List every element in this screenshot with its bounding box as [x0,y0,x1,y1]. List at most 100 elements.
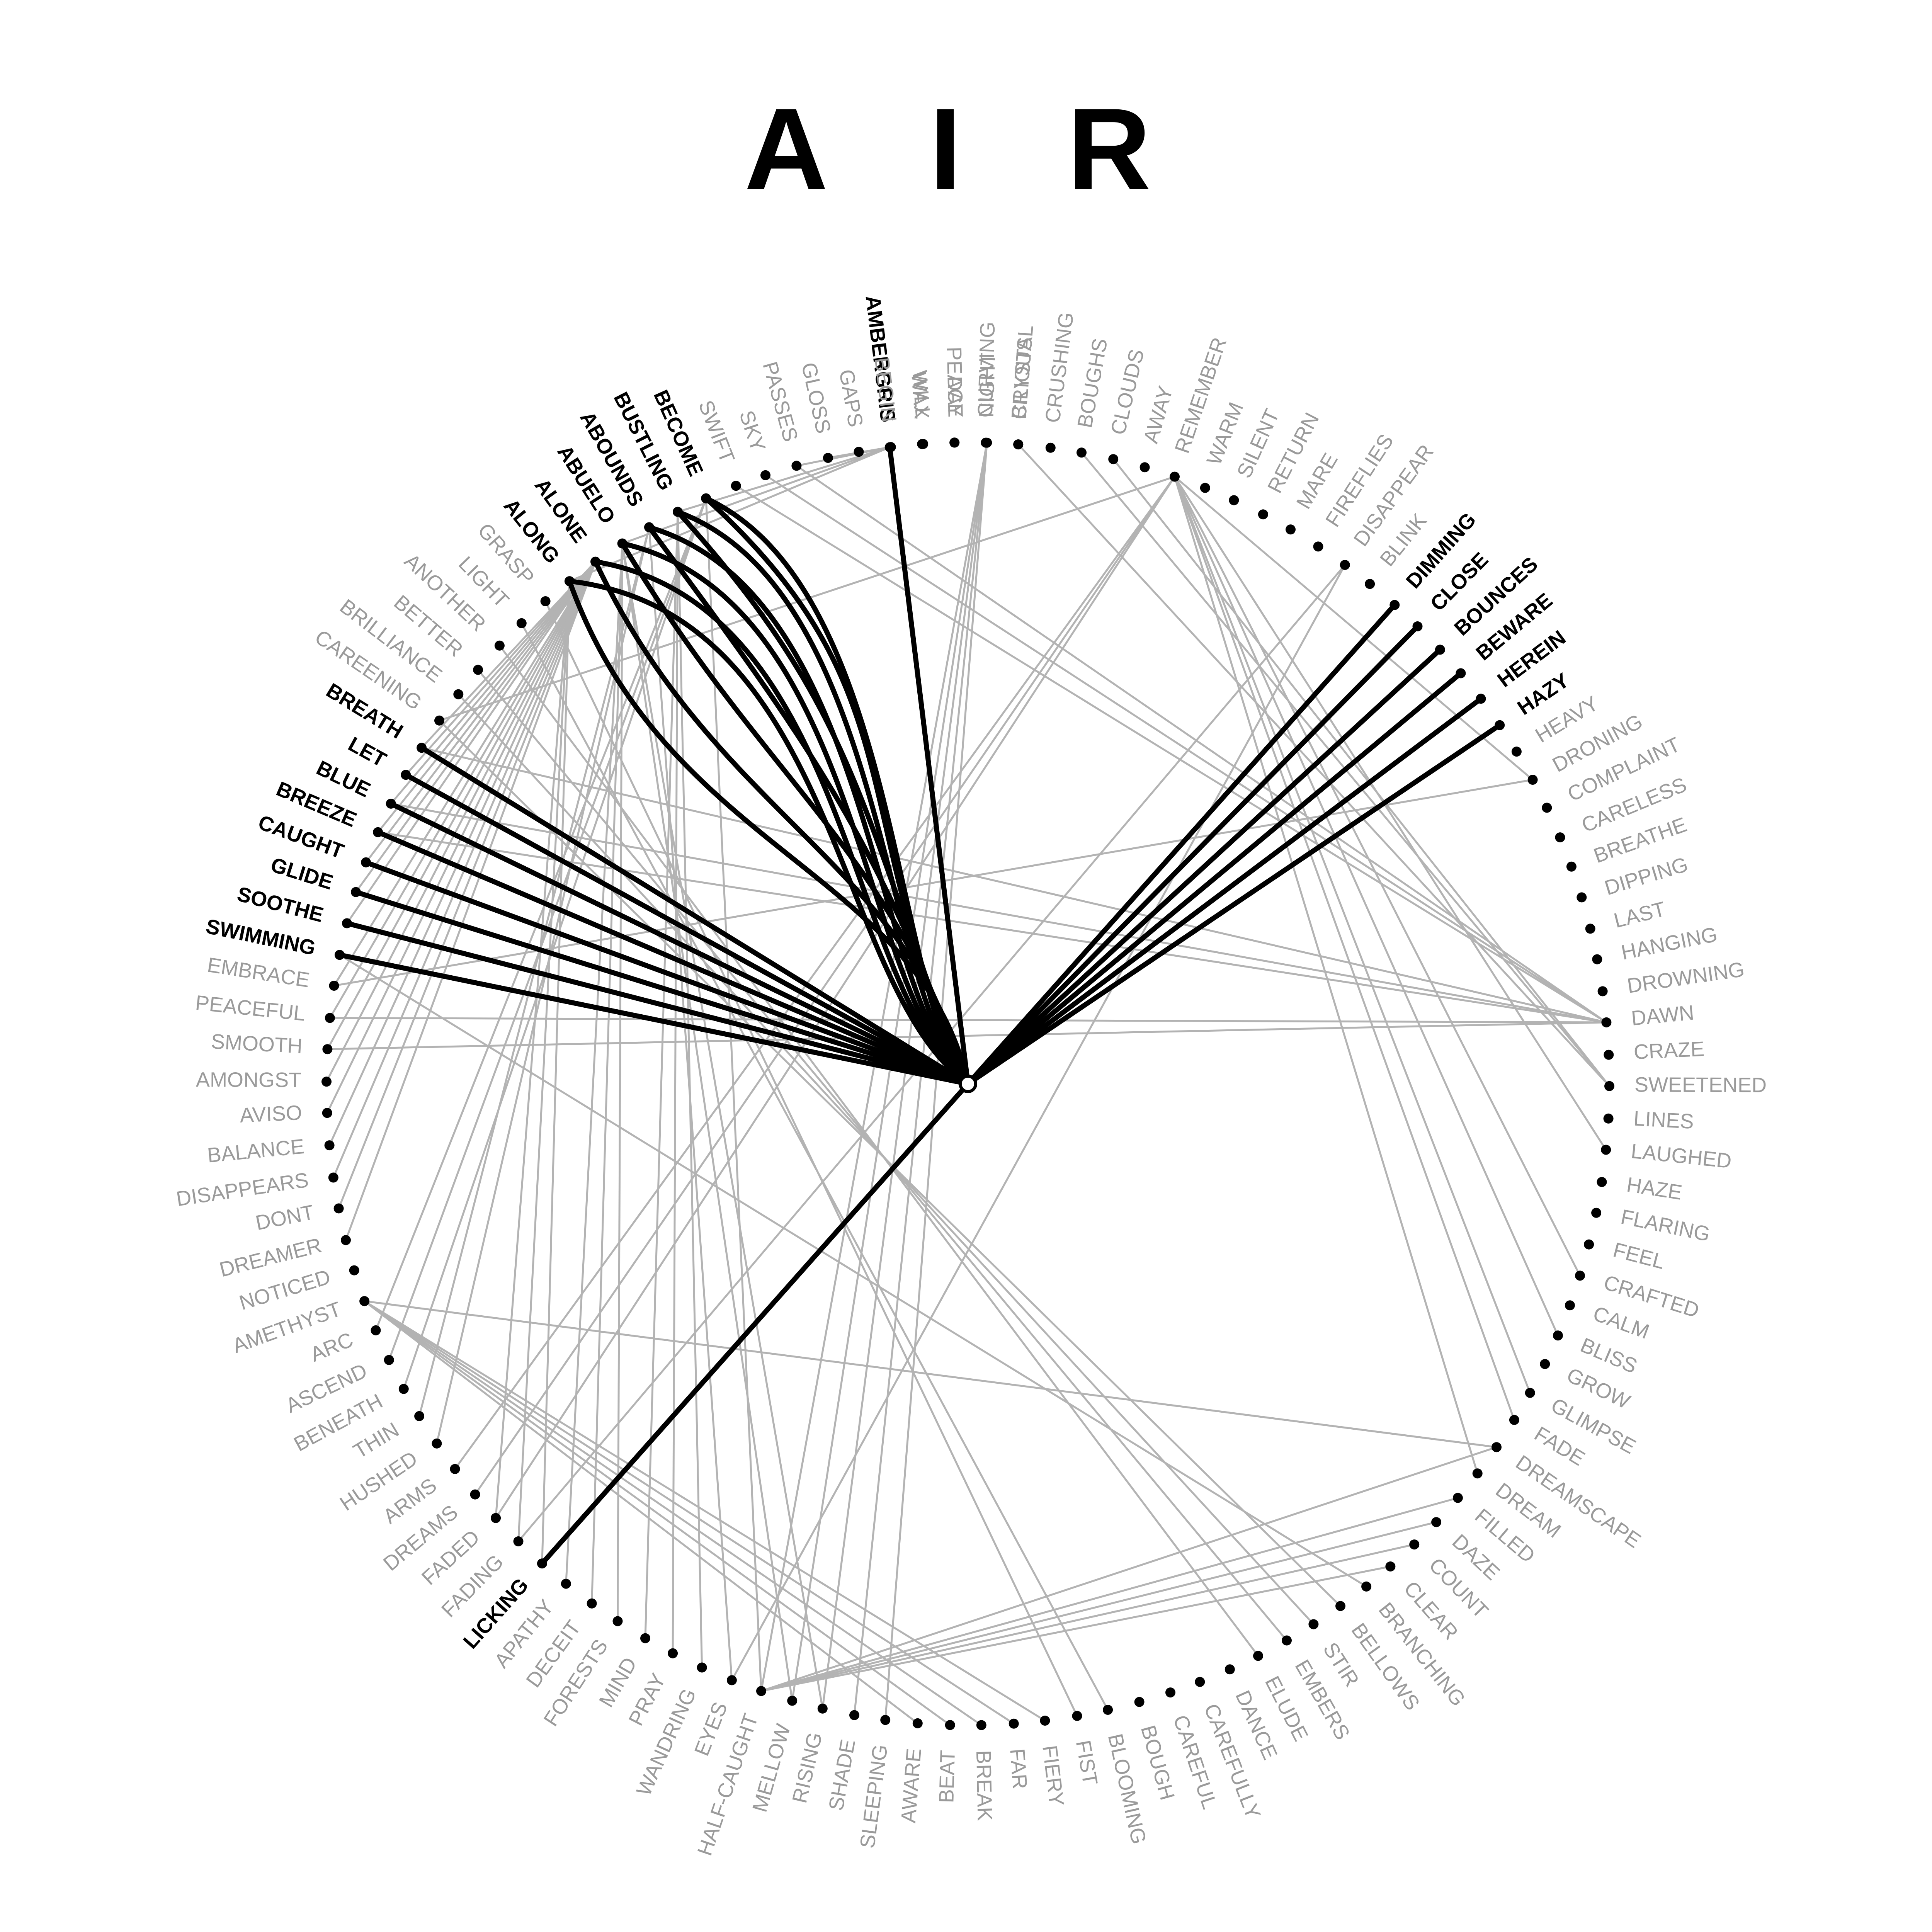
node-dot-noticed [349,1265,359,1276]
gray-link-remember-dream [1173,476,1479,1474]
gray-link-peaceful-dawn [330,1017,1607,1024]
node-dot-thin [414,1411,425,1421]
center-node-air [959,1075,977,1093]
gray-link-clouds-sweetened [1112,458,1610,1087]
gray-link-ambergris-passes [796,446,890,467]
gray-link-deceit-abuelo [591,543,624,1604]
node-dot-eyes [726,1675,737,1685]
node-dot-day [949,437,960,448]
node-dot-complaint [1542,803,1552,813]
gray-link-amethyst-beat [364,1300,951,1726]
word-label-haze: HAZE [1625,1173,1684,1204]
word-label-night: NIGHT [975,352,1000,418]
gray-link-forests-abuelo [617,543,624,1621]
black-link-glide-air [353,889,971,1087]
word-label-arc: ARC [307,1328,356,1366]
node-dot-dont [333,1203,344,1214]
node-dot-hanging [1592,954,1602,964]
node-dot-fading [513,1536,524,1546]
word-label-drowning: DROWNING [1626,957,1746,998]
node-dot-filled [1452,1493,1463,1503]
black-link-breath-air [419,745,971,1087]
word-label-flaring: FLARING [1619,1205,1712,1246]
gray-link-half-caught-filled [761,1497,1458,1692]
black-link-beware-air [965,670,1463,1087]
black-link-herein-air [965,696,1483,1087]
node-dot-light [516,618,527,628]
word-label-beat: BEAT [935,1750,959,1803]
gray-link-smooth-dawn [327,1021,1607,1050]
node-dot-half-caught [756,1686,766,1696]
node-dot-forests [612,1616,623,1626]
node-dot-amongst [321,1077,332,1087]
word-label-feel: FEEL [1611,1238,1667,1274]
black-link-hazy-air [965,723,1502,1087]
node-dot-heavy [1511,747,1522,757]
word-label-hanging: HANGING [1619,923,1719,964]
node-dot-passes [791,461,802,471]
node-dot-grasp [540,596,551,606]
black-link-layer [337,444,1502,1566]
black-link-ambergris-air [887,444,971,1087]
word-label-bough: BOUGH [1136,1723,1179,1803]
gray-link-remember-crafted [1173,476,1581,1276]
gray-link-amethyst-fiery [364,1300,1046,1722]
node-dot-rising [817,1703,828,1714]
gray-link-faded-along [495,581,571,1518]
black-link-soothe-air [344,920,971,1087]
node-dot-faded [491,1513,501,1523]
node-dot-grow [1540,1359,1550,1369]
gray-link-embrace-droning [334,779,1533,987]
node-dot-better [473,665,483,675]
gray-link-layer [325,442,1610,1726]
word-dot-layer [321,437,1614,1730]
gray-link-night-mellow [791,442,988,1701]
word-label-sweetened: SWEETENED [1634,1073,1767,1097]
gray-link-arc-become [375,498,707,1331]
word-label-clouds: CLOUDS [1106,347,1148,437]
gray-link-remember-laughed [1173,476,1607,1150]
word-label-sleeping: SLEEPING [856,1743,892,1850]
node-dot-mind [640,1633,650,1643]
node-dot-dream [1472,1468,1483,1479]
gray-link-soothe-alone [346,561,597,924]
node-dot-bellows [1335,1601,1345,1611]
node-dot-sweetened [1604,1081,1614,1091]
word-label-curving: CURVING [973,321,999,418]
node-dot-shade [849,1710,859,1720]
word-label-calm: CALM [1590,1302,1653,1344]
gray-link-grasp-fist [544,600,1078,1716]
gray-link-remember-glimpse [1173,476,1531,1393]
node-dot-disappear [1340,560,1350,570]
word-label-craze: CRAZE [1633,1037,1705,1064]
gray-link-fading-along [517,581,571,1542]
node-dot-fiery [1040,1716,1050,1726]
gray-link-night-rising [821,442,988,1709]
word-label-wax: WAX [907,371,933,420]
black-link-let-air [403,772,971,1087]
word-label-break: BREAK [972,1750,997,1821]
gray-link-pray-bustling [672,512,679,1653]
gray-link-ambergris-abuelo [622,446,890,544]
gray-link-eyes-abounds [648,527,733,1680]
node-dot-mare [1286,524,1296,535]
node-dot-hazy [1495,720,1505,730]
node-dot-caught [361,857,371,867]
black-link-bounces-air [965,647,1443,1087]
gray-link-let-alone [405,561,596,776]
gray-link-half-caught-become [705,498,762,1691]
node-dot-aviso [322,1108,332,1118]
node-dot-count [1409,1539,1420,1550]
node-dot-ascend [384,1355,394,1365]
node-dot-bough [1134,1697,1145,1707]
node-dot-bilious [1013,439,1024,450]
word-label-fist: FIST [1071,1738,1102,1787]
word-label-aviso: AVISO [239,1101,303,1127]
node-dot-boughs [1077,447,1087,458]
node-dot-haze [1597,1177,1607,1187]
word-label-peaceful: PEACEFUL [194,991,306,1026]
node-dot-sky [760,470,770,480]
gray-link-night-sleeping [884,442,988,1720]
node-dot-licking [537,1558,547,1569]
node-dot-lines [1603,1113,1614,1124]
